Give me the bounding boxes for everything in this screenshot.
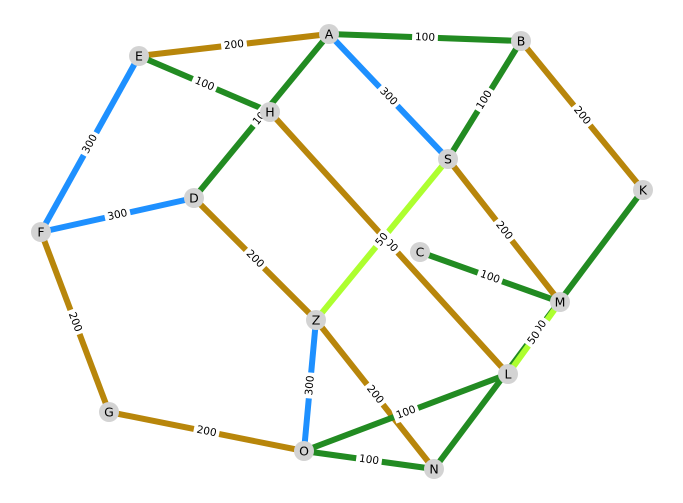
edge-label-background — [370, 227, 394, 252]
edge-label-background — [361, 380, 389, 409]
node-circle — [184, 188, 204, 208]
edge-weight-label: 300 — [303, 375, 317, 396]
edge-label-M-L: 50 — [522, 326, 546, 350]
node-label: F — [37, 225, 44, 240]
node-label: M — [555, 295, 566, 310]
node-circle — [129, 46, 149, 66]
edge-weight-label: 200 — [223, 38, 244, 52]
node-label: B — [517, 34, 526, 49]
edge-label-background — [355, 451, 383, 469]
edge-label-background — [189, 72, 220, 96]
edge-label-background — [301, 372, 319, 399]
node-label: K — [639, 183, 648, 198]
edge-label-O-N: 100 — [355, 451, 383, 469]
node-label: Z — [312, 313, 321, 328]
edge-label-C-M: 100 — [475, 266, 505, 288]
node-circle — [438, 149, 458, 169]
edge-weight-label: 100 — [358, 453, 380, 468]
edge-label-background — [568, 101, 596, 130]
node-circle — [294, 441, 314, 461]
node-label: A — [325, 27, 334, 42]
node-E: E — [129, 46, 149, 66]
node-C: C — [410, 242, 430, 262]
node-label: L — [505, 367, 512, 382]
edge-label-F-D: 300 — [103, 205, 132, 225]
edge-label-E-A: 200 — [220, 36, 248, 54]
nodes-layer: A B E H S K D F C M Z L G O N — [31, 24, 653, 479]
edge-label-background — [475, 266, 505, 288]
node-circle — [424, 459, 444, 479]
node-circle — [31, 222, 51, 242]
node-label: E — [135, 49, 143, 64]
node-circle — [511, 31, 531, 51]
edge-weight-label: 100 — [395, 403, 418, 421]
node-D: D — [184, 188, 204, 208]
edge-label-S-Z: 50 — [370, 227, 394, 252]
node-H: H — [260, 102, 280, 122]
edge-label-background — [103, 205, 132, 225]
edge-label-background — [192, 422, 221, 441]
edge-label-background — [411, 30, 439, 45]
edge-label-F-G: 200 — [63, 307, 87, 337]
edge-label-background — [240, 244, 270, 274]
edge-label-background — [220, 36, 248, 54]
node-circle — [410, 242, 430, 262]
edge-label-G-O: 200 — [192, 422, 221, 441]
node-circle — [550, 292, 570, 312]
edge-label-background — [77, 129, 103, 159]
node-O: O — [294, 441, 314, 461]
edges-layer — [38, 31, 646, 472]
node-label: S — [444, 152, 452, 167]
edge-weight-label: 200 — [195, 424, 217, 440]
edge-label-background — [374, 82, 403, 111]
edge-label-L-O: 100 — [391, 401, 421, 424]
node-label: H — [265, 105, 274, 120]
node-label: D — [189, 191, 199, 206]
edge-weight-label: 200 — [66, 311, 84, 334]
node-M: M — [550, 292, 570, 312]
edge-label-background — [471, 85, 498, 115]
node-circle — [99, 402, 119, 422]
edge-label-A-B: 100 — [411, 30, 439, 45]
node-circle — [319, 24, 339, 44]
edge-label-background — [522, 326, 546, 350]
node-label: O — [299, 444, 309, 459]
node-L: L — [498, 364, 518, 384]
node-N: N — [424, 459, 444, 479]
edge-weight-label: 100 — [415, 31, 435, 44]
edge-label-background — [391, 401, 421, 424]
node-circle — [498, 364, 518, 384]
node-B: B — [511, 31, 531, 51]
node-circle — [306, 310, 326, 330]
node-K: K — [633, 180, 653, 200]
edge-label-Z-O: 300 — [301, 372, 319, 399]
node-A: A — [319, 24, 339, 44]
edge-weight-label: 300 — [106, 207, 128, 223]
node-F: F — [31, 222, 51, 242]
node-S: S — [438, 149, 458, 169]
edge-label-E-H: 100 — [189, 72, 220, 96]
node-label: N — [429, 462, 438, 477]
edge-label-background — [490, 216, 518, 245]
edge-label-background — [63, 307, 87, 337]
node-label: C — [416, 245, 425, 260]
node-Z: Z — [306, 310, 326, 330]
node-circle — [260, 102, 280, 122]
edge-weight-label: 100 — [479, 268, 502, 286]
node-circle — [633, 180, 653, 200]
node-G: G — [99, 402, 119, 422]
node-label: G — [104, 405, 114, 420]
